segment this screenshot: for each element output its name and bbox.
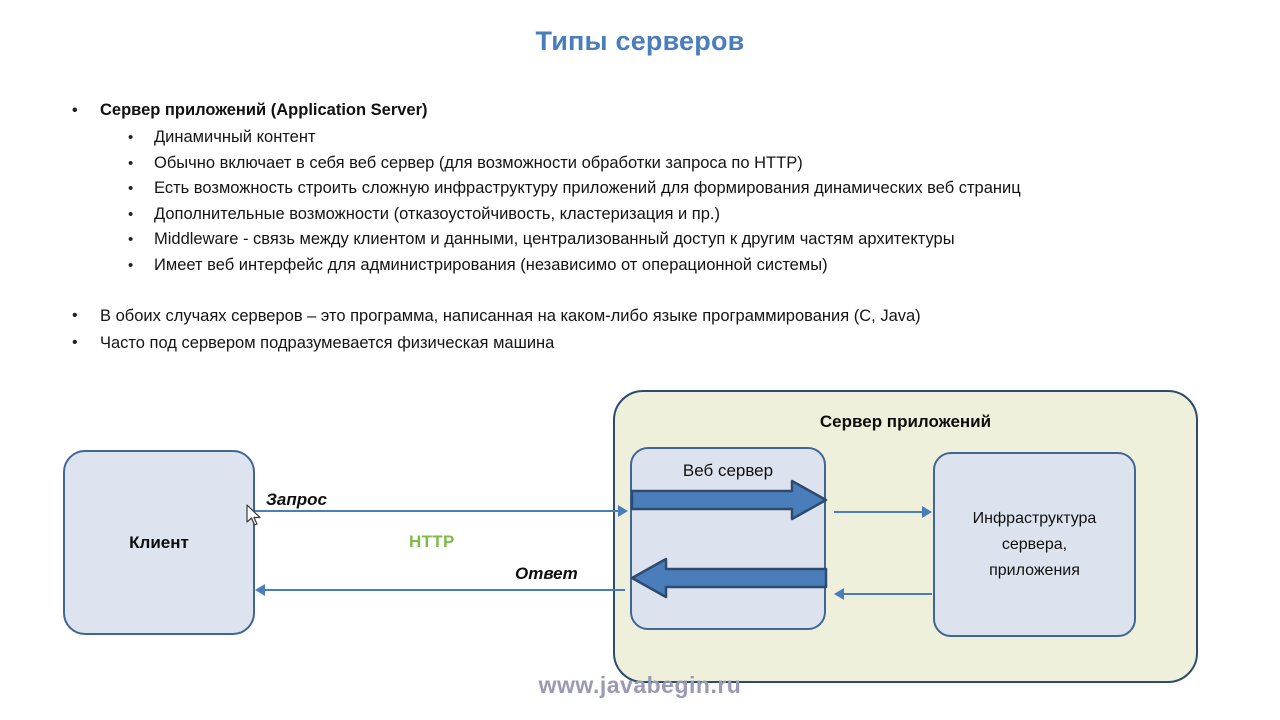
request-connector-line [255,510,620,512]
list-item: • Middleware - связь между клиентом и да… [62,227,1222,253]
list-item: • Имеет веб интерфейс для администрирова… [62,253,1222,279]
list-item-label: Есть возможность строить сложную инфраст… [154,179,1021,197]
infra-request-arrowhead-icon [922,506,932,518]
section-heading: • Сервер приложений (Application Server) [62,98,1222,123]
client-node: Клиент [63,450,255,635]
web-server-node: Веб сервер [630,447,826,630]
response-arrowhead-icon [255,584,265,596]
block-arrow-left-icon [630,557,828,599]
bullet-marker-icon: • [128,231,134,248]
infra-response-arrowhead-icon [834,588,844,600]
protocol-label: HTTP [409,532,455,551]
list-item: • Динамичный контент [62,125,1222,151]
web-server-block-arrows [630,479,828,599]
bullet-content: • Сервер приложений (Application Server)… [62,98,1222,356]
app-server-title: Сервер приложений [819,412,992,431]
infra-request-connector-line [834,511,924,513]
web-server-label: Веб сервер [682,461,774,480]
list-item: • Обычно включает в себя веб сервер (для… [62,151,1222,177]
infrastructure-label-line-1: Инфраструктура [972,509,1097,527]
infra-response-connector-line [842,593,932,595]
list-item-label: Дополнительные возможности (отказоустойч… [154,204,720,223]
bullet-marker-icon: • [128,256,134,274]
infrastructure-label-line-2: сервера, [1001,535,1068,553]
section-heading-text: Сервер приложений (Application Server) [100,101,428,119]
bullet-marker-icon: • [128,205,134,223]
block-arrow-right-icon [630,479,828,521]
bullet-marker-icon: • [72,307,78,324]
closing-list: • В обоих случаях серверов – это програм… [62,303,1222,356]
list-item-label: В обоих случаях серверов – это программа… [100,307,921,325]
infrastructure-label-line-3: приложения [989,561,1080,579]
bullet-marker-icon: • [72,102,78,119]
architecture-diagram: Сервер приложений Клиент Веб сервер Инфр… [0,380,1280,720]
request-label: Запрос [266,490,327,509]
bullet-marker-icon: • [72,333,78,351]
list-item: • Есть возможность строить сложную инфра… [62,176,1222,202]
list-item-label: Часто под сервером подразумевается физич… [100,333,555,352]
list-item-label: Middleware - связь между клиентом и данн… [154,230,955,248]
page-title: Типы серверов [535,26,745,56]
bullet-marker-icon: • [128,154,134,172]
bullet-marker-icon: • [128,180,134,197]
list-item: • Часто под сервером подразумевается физ… [62,330,1222,357]
list-item-label: Имеет веб интерфейс для администрировани… [154,255,828,274]
request-arrowhead-icon [618,505,628,517]
list-item-label: Динамичный контент [154,128,316,146]
response-label: Ответ [515,564,578,583]
response-connector-line [265,589,625,591]
list-item-label: Обычно включает в себя веб сервер (для в… [154,153,803,172]
list-item: • Дополнительные возможности (отказоусто… [62,202,1222,228]
infrastructure-node: Инфраструктура сервера, приложения [933,452,1136,637]
mouse-cursor-icon [246,504,261,526]
bullet-marker-icon: • [128,129,134,146]
watermark: www.javabegin.ru [538,672,742,698]
client-label: Клиент [129,532,189,552]
list-item: • В обоих случаях серверов – это програм… [62,303,1222,330]
